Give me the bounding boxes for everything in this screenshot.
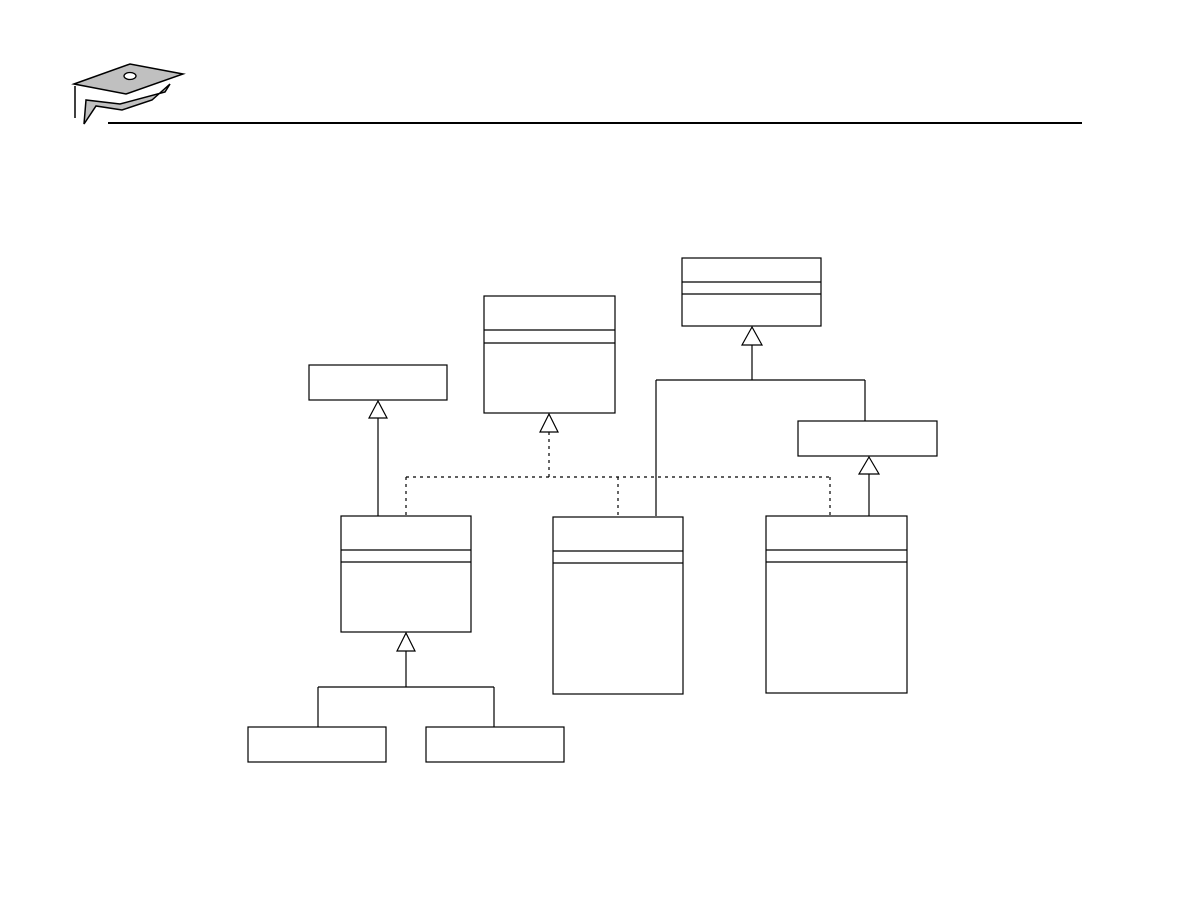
class-box-i	[425, 726, 565, 763]
class-box-c	[681, 257, 822, 327]
graduation-cap-icon	[71, 63, 186, 125]
generalization-e-to-a	[368, 399, 388, 516]
generalization-to-class-e	[317, 631, 495, 727]
class-box-g	[765, 515, 908, 694]
generalization-g-to-d	[857, 455, 881, 516]
class-box-e	[340, 515, 472, 633]
interface-box-b	[483, 295, 616, 414]
class-box-f	[552, 516, 684, 695]
realization-to-interface-b	[405, 412, 831, 517]
class-box-a	[308, 364, 448, 401]
generalization-to-class-c	[655, 325, 866, 516]
class-box-h	[247, 726, 387, 763]
class-box-d	[797, 420, 938, 457]
